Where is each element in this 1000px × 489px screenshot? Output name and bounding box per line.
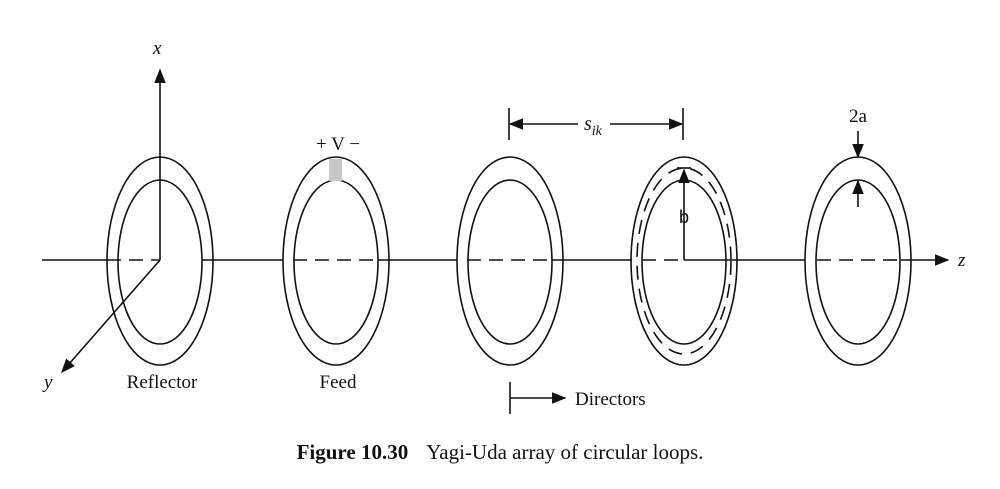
spacing-dimension	[508, 108, 684, 140]
loop-feed	[282, 156, 390, 366]
directors-indicator	[509, 382, 567, 414]
loop-mean-radius	[636, 167, 732, 355]
feed-label: Feed	[320, 372, 357, 393]
y-axis-label: y	[42, 372, 53, 393]
diameter-label: 2a	[849, 106, 868, 127]
x-axis-label: x	[152, 38, 162, 59]
directors-label: Directors	[575, 389, 646, 410]
radius-label: b	[679, 207, 689, 227]
feed-voltage-label: + V −	[316, 134, 360, 155]
figure-caption: Figure 10.30 Yagi-Uda array of circular l…	[0, 440, 1000, 465]
loop-director-1	[456, 156, 564, 366]
reflector-label: Reflector	[127, 372, 198, 393]
spacing-label: sik	[584, 113, 603, 139]
z-axis-label: z	[957, 250, 966, 271]
caption-text: Yagi-Uda array of circular loops.	[426, 440, 704, 464]
loop-reflector	[106, 156, 214, 366]
y-axis	[61, 259, 161, 374]
figure-number: Figure 10.30	[296, 440, 409, 464]
feed-gap	[329, 159, 342, 181]
